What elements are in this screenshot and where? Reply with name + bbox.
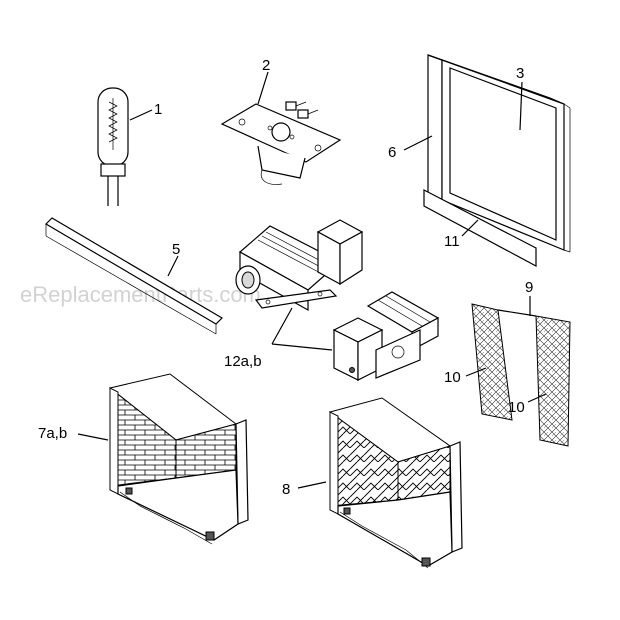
leader-line-6 [403, 135, 433, 151]
part-11-strip [423, 189, 537, 268]
callout-6: 6 [388, 144, 396, 161]
part-12b-blower [332, 291, 440, 381]
leader-line-3 [519, 81, 523, 131]
callout-9: 9 [525, 279, 533, 296]
part-8-herringbone-liner [328, 397, 463, 569]
callout-12: 12a,b [224, 353, 262, 370]
leader-line-10a [465, 367, 487, 377]
part-3-glass-panel [427, 54, 571, 253]
part-5-trim-strip [45, 217, 223, 335]
leader-line-5 [167, 255, 179, 277]
part-10-mesh-screen-left [471, 303, 513, 421]
leader-line-11 [461, 219, 479, 237]
callout-1: 1 [154, 101, 162, 118]
leader-line-12a [271, 307, 293, 345]
callout-8: 8 [282, 481, 290, 498]
watermark-text: eReplacementParts.com [20, 282, 261, 307]
part-1-bulb [97, 87, 129, 206]
callout-5: 5 [172, 241, 180, 258]
callout-11: 11 [444, 233, 460, 250]
part-2-bracket [220, 101, 342, 185]
leader-line-9b [497, 309, 537, 317]
callout-2: 2 [262, 57, 270, 74]
leader-line-12b [271, 343, 333, 351]
part-7-brick-liner [108, 373, 249, 545]
callout-7: 7a,b [38, 425, 67, 442]
callout-10-right: 10 [508, 399, 525, 416]
leader-line-10b [527, 393, 547, 403]
leader-line-1 [129, 109, 153, 121]
part-10-mesh-screen-right [535, 315, 571, 447]
leader-line-2 [257, 71, 269, 105]
leader-line-7 [77, 433, 109, 441]
part-12a-blower [235, 219, 364, 312]
callout-3: 3 [516, 65, 524, 82]
callout-10-left: 10 [444, 369, 461, 386]
leader-line-8 [297, 481, 327, 489]
